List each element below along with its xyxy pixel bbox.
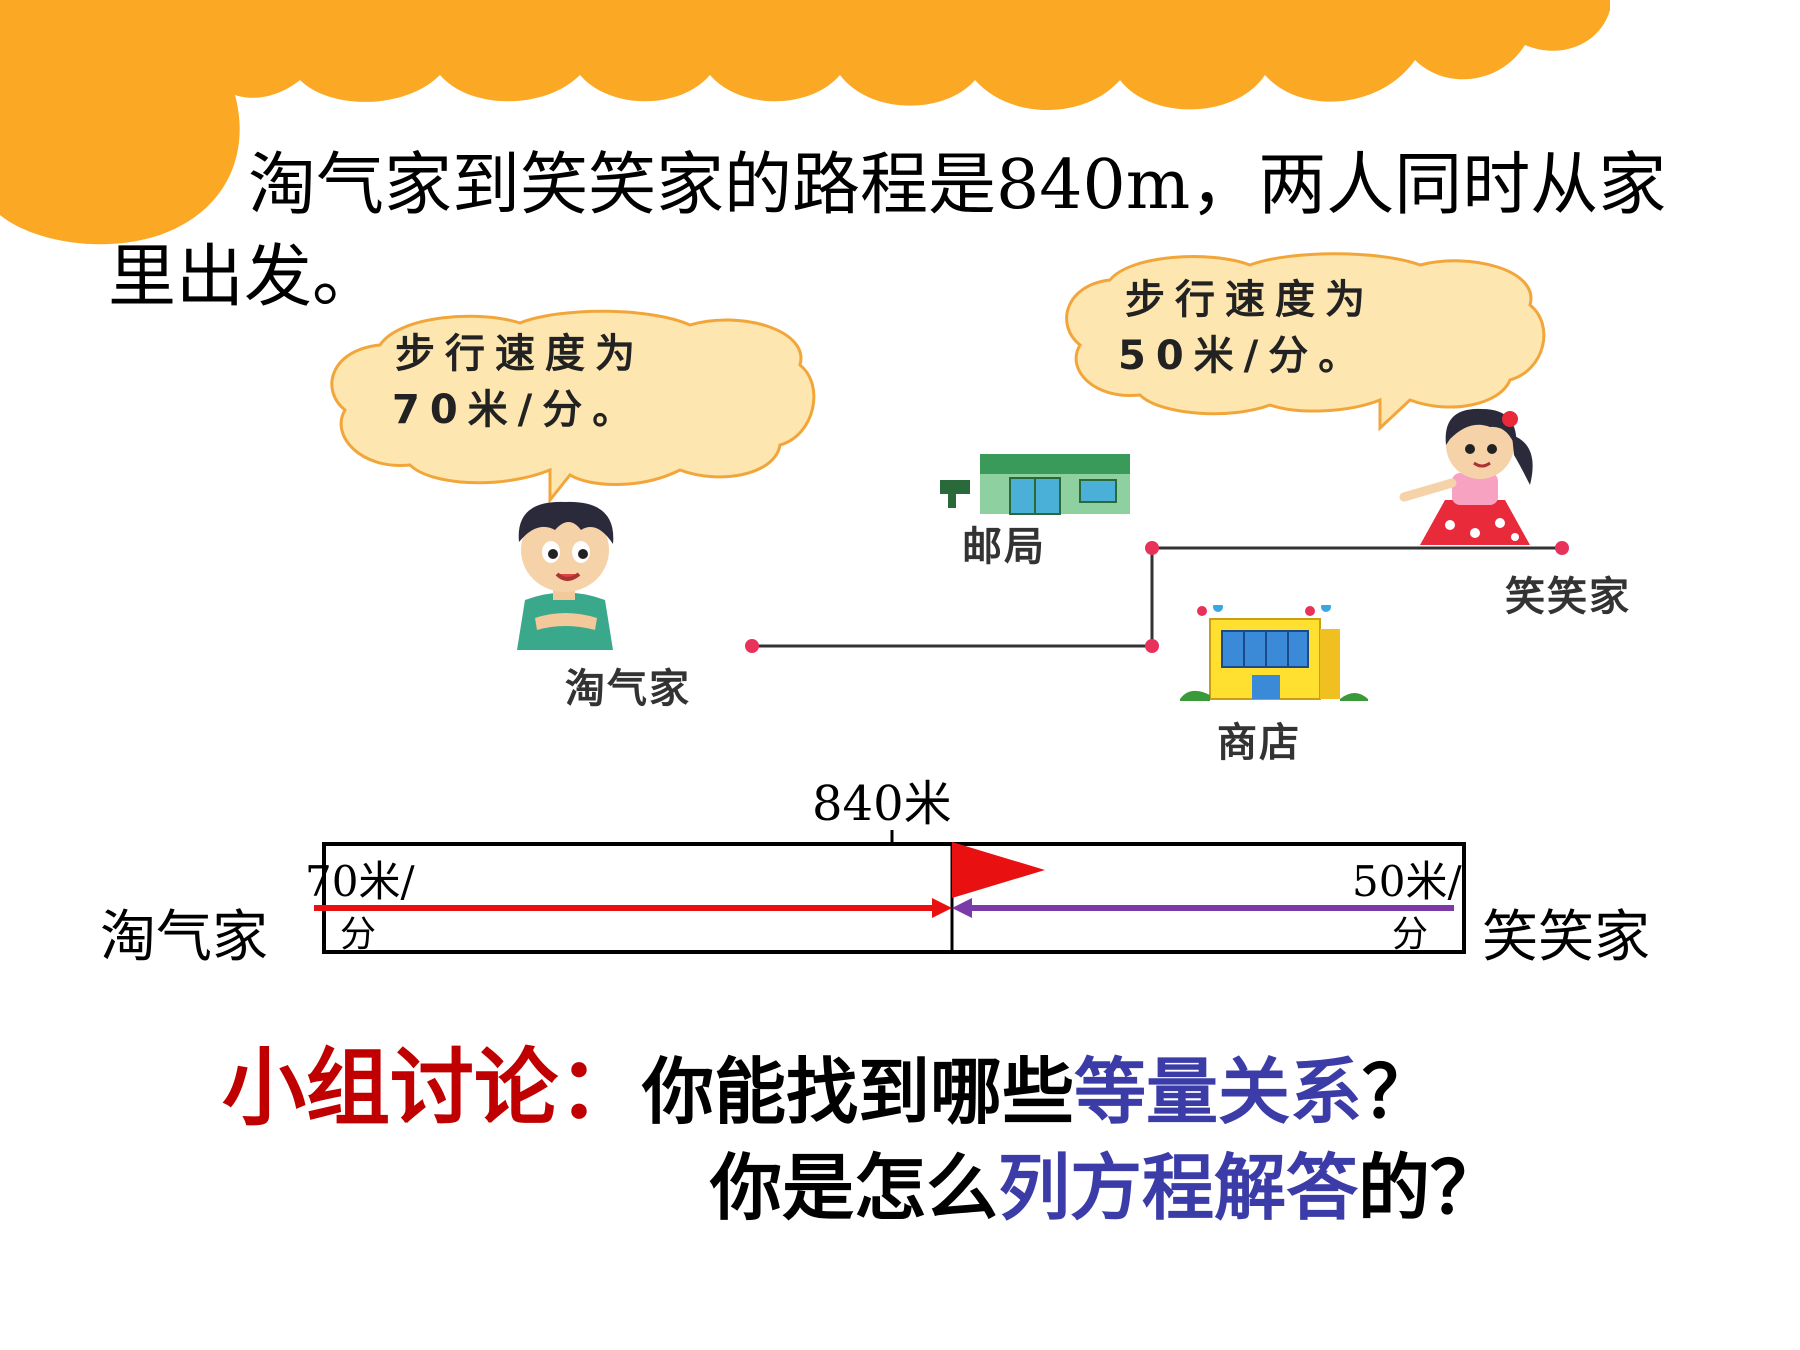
bubble-right-line2: 50米/分。	[1118, 333, 1369, 379]
route-map	[745, 541, 1569, 653]
boy-taoqi-illustration	[517, 501, 614, 650]
route-dot-taoqi	[745, 639, 759, 653]
girl-xiaoxiao-illustration	[1399, 408, 1533, 545]
right-speed-top: 50米/	[1352, 857, 1462, 906]
bubble-left-line1: 步行速度为	[395, 331, 645, 377]
q1-end: ？	[1362, 1050, 1435, 1134]
cloud-banner	[0, 0, 1610, 245]
label-xiaoxiao-home-map: 笑笑家	[1505, 573, 1631, 620]
bubble-left-line2: 70米/分。	[392, 387, 643, 433]
route-dot-corner-high	[1145, 541, 1159, 555]
bubble-right-line1: 步行速度为	[1125, 277, 1375, 323]
q1-part1: 你能找到哪些	[642, 1050, 1075, 1134]
left-speed-bottom: 分	[340, 914, 377, 955]
xiaoxiao-arrow-head	[952, 898, 972, 918]
label-taoqi-home-map: 淘气家	[565, 665, 691, 712]
line-diagram	[314, 830, 1466, 954]
q1-highlight: 等量关系	[1074, 1050, 1363, 1134]
total-distance-label: 840米	[812, 776, 952, 832]
diagram-box	[322, 842, 1466, 954]
q2-highlight: 列方程解答	[998, 1146, 1359, 1230]
post-office-building	[940, 454, 1130, 515]
taoqi-arrow-head	[932, 898, 952, 918]
shop-building	[1180, 605, 1368, 701]
speech-bubble-right	[1065, 252, 1546, 432]
route-dot-corner-low	[1145, 639, 1159, 653]
meeting-flag	[952, 842, 1045, 898]
diagram-label-taoqi-home: 淘气家	[100, 905, 268, 970]
label-post-office: 邮局	[962, 523, 1046, 570]
speech-bubble-left	[330, 309, 816, 505]
left-speed-top: 70米/	[305, 857, 415, 906]
route-dot-xiaoxiao	[1555, 541, 1569, 555]
q2-end: 的？	[1358, 1146, 1503, 1230]
q2-part1: 你是怎么	[710, 1146, 999, 1230]
diagram-label-xiaoxiao-home: 笑笑家	[1482, 905, 1650, 970]
discussion-line-2: 你是怎么列方程解答的？	[710, 1140, 1502, 1236]
label-shop: 商店	[1217, 719, 1301, 766]
right-speed-bottom: 分	[1392, 914, 1429, 955]
discussion-prefix: 小组讨论：	[222, 1039, 643, 1137]
problem-statement: 淘气家到笑笑家的路程是840m，两人同时从家里出发。	[108, 146, 1667, 317]
discussion-line-1: 小组讨论：你能找到哪些等量关系？	[222, 1040, 1434, 1140]
